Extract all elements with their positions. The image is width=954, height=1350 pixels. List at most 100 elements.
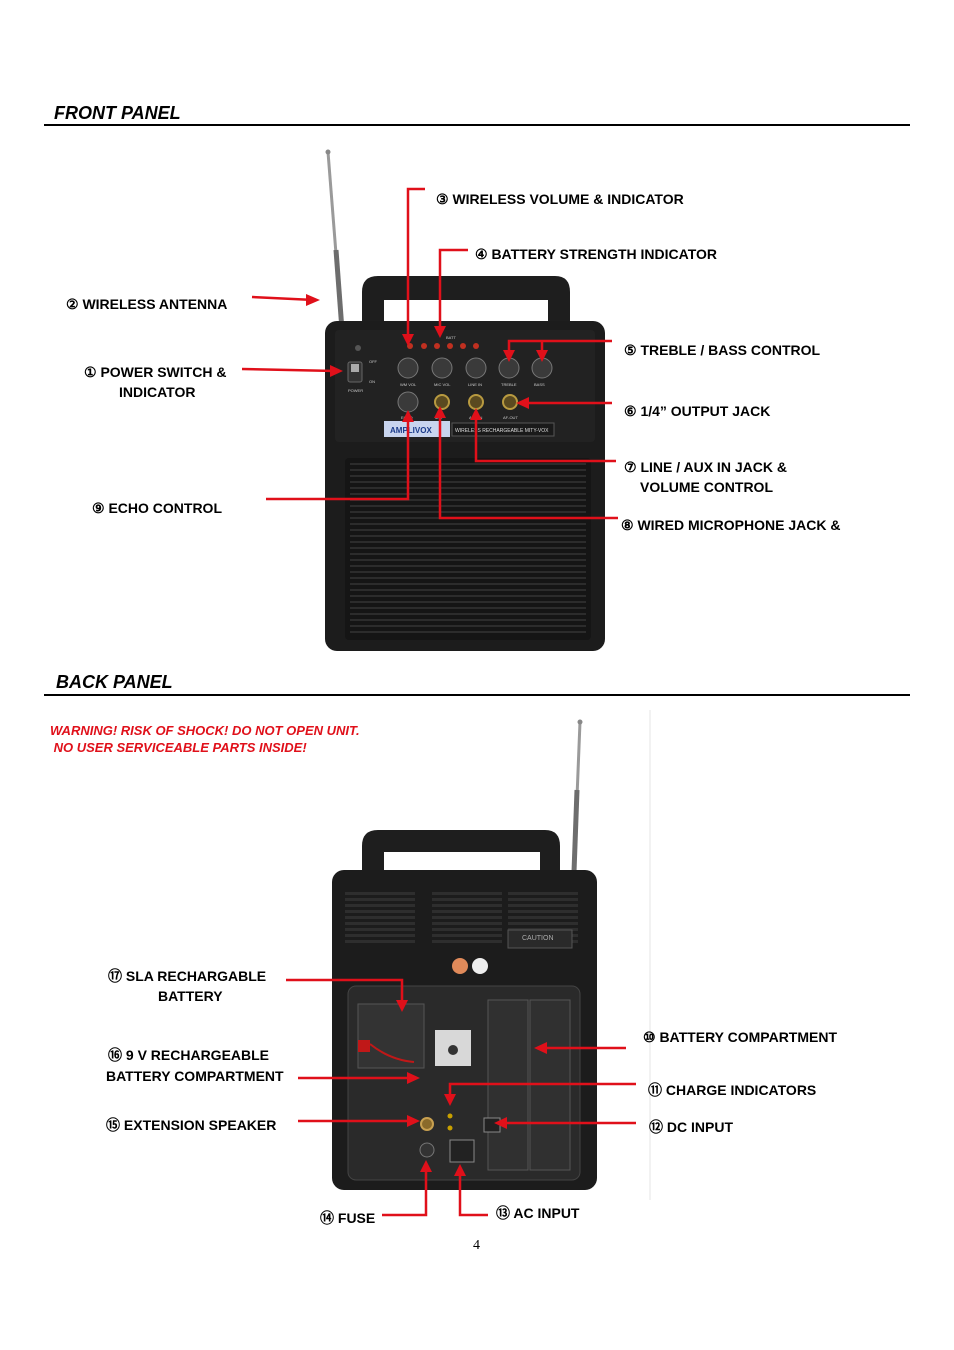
vent-slat xyxy=(432,904,502,907)
back-ext-speaker-jack xyxy=(420,1117,434,1131)
callout-line-battery-strength xyxy=(438,248,468,332)
jack-label: AF-OUT xyxy=(503,415,518,420)
label-output-jack: ⑥ 1/4” OUTPUT JACK xyxy=(624,403,771,419)
vent-slat xyxy=(508,892,578,895)
callout-line-power-switch xyxy=(241,367,337,373)
label-sla-battery: ⑰ SLA RECHARGABLE xyxy=(108,968,267,984)
knob-label: MIC VOL xyxy=(434,382,451,387)
vent-slat xyxy=(508,922,578,925)
label-power-switch: ① POWER SWITCH & xyxy=(84,364,227,380)
back-handle xyxy=(362,830,560,872)
vent-slat xyxy=(432,898,502,901)
label-nine-v-2: BATTERY COMPARTMENT xyxy=(106,1068,284,1084)
front-logo-badge xyxy=(384,421,450,437)
knob-label: LINE IN xyxy=(468,382,482,387)
front-knobs-row xyxy=(397,357,553,379)
vent-slat xyxy=(345,898,415,901)
front-speaker-grille xyxy=(345,458,591,640)
label-wired-mic: ⑧ WIRED MICROPHONE JACK & xyxy=(621,517,841,533)
back-dc-input xyxy=(483,1117,501,1133)
label-battery-compartment: ⑩ BATTERY COMPARTMENT xyxy=(643,1029,838,1045)
back-caution-text: CAUTION xyxy=(522,935,554,942)
back-callout-lines xyxy=(286,978,636,1217)
back-callout-arrowheads xyxy=(396,1000,547,1176)
front-callout-lines xyxy=(241,187,618,520)
back-sla-terminal xyxy=(358,1040,370,1052)
vent-slat xyxy=(345,892,415,895)
back-charge-led-1 xyxy=(447,1113,453,1119)
callout-line-line-aux xyxy=(474,414,616,463)
callout-line-fuse xyxy=(382,1166,428,1217)
front-model-text: WIRELESS RECHARGEABLE MITY-VOX xyxy=(455,428,549,434)
front-led-caption: BATT xyxy=(446,335,456,340)
label-fuse: ⑭ FUSE xyxy=(320,1210,376,1226)
back-panel-rule xyxy=(44,694,910,696)
back-antenna xyxy=(571,719,583,873)
front-jacks-row xyxy=(397,391,518,413)
front-logo-text: AMPLIVOX xyxy=(390,426,432,435)
vent-slat xyxy=(345,904,415,907)
label-power-switch-2: INDICATOR xyxy=(119,384,196,400)
label-nine-v: ⑯ 9 V RECHARGEABLE xyxy=(108,1047,270,1063)
vent-slat xyxy=(345,916,415,919)
front-callout-arrowheads xyxy=(306,294,548,422)
front-power-switch xyxy=(347,345,363,383)
label-dc-input: ⑫ DC INPUT xyxy=(649,1119,733,1135)
callout-line-ac xyxy=(458,1170,488,1217)
knob-label: WM VOL xyxy=(400,382,417,387)
vent-slat xyxy=(508,910,578,913)
vent-slat xyxy=(345,910,415,913)
vent-slat xyxy=(345,934,415,937)
vent-slat xyxy=(345,940,415,943)
back-charge-led-2 xyxy=(447,1125,453,1131)
label-line-aux: ⑦ LINE / AUX IN JACK & xyxy=(624,459,787,475)
warning-text: WARNING! RISK OF SHOCK! DO NOT OPEN UNIT… xyxy=(50,723,360,755)
front-handle xyxy=(362,276,570,322)
vent-slat xyxy=(432,934,502,937)
vent-slat xyxy=(508,904,578,907)
front-panel-rule xyxy=(44,124,910,126)
label-echo: ⑨ ECHO CONTROL xyxy=(92,500,222,516)
back-wires xyxy=(369,1043,415,1063)
vent-slat xyxy=(432,928,502,931)
front-antenna xyxy=(325,149,345,331)
callout-line-wireless-volume xyxy=(406,187,425,340)
label-ac-input: ⑬ AC INPUT xyxy=(496,1205,580,1221)
label-wireless-volume: ③ WIRELESS VOLUME & INDICATOR xyxy=(436,191,684,207)
page-number: 4 xyxy=(473,1238,480,1253)
label-ext-speaker: ⑮ EXTENSION SPEAKER xyxy=(106,1117,277,1133)
front-panel-heading: FRONT PANEL xyxy=(54,103,181,123)
vent-slat xyxy=(432,940,502,943)
front-model-plate xyxy=(451,422,555,437)
vent-slat xyxy=(432,910,502,913)
callout-line-antenna xyxy=(251,295,315,302)
label-treble-bass: ⑤ TREBLE / BASS CONTROL xyxy=(624,342,821,358)
vent-slat xyxy=(345,922,415,925)
back-sla-battery xyxy=(357,1003,425,1069)
label-battery-strength: ④ BATTERY STRENGTH INDICATOR xyxy=(475,246,717,262)
back-ac-input xyxy=(449,1139,475,1163)
vent-slat xyxy=(432,892,502,895)
knob-label: TREBLE xyxy=(501,382,517,387)
back-sticker-white xyxy=(472,958,488,974)
vent-slat xyxy=(508,898,578,901)
front-switch-off: OFF xyxy=(369,359,378,364)
front-led-row xyxy=(407,343,479,349)
vent-slat xyxy=(432,922,502,925)
callout-line-sla xyxy=(286,978,404,1004)
vent-slat xyxy=(508,916,578,919)
front-power-caption: POWER xyxy=(348,388,363,393)
label-charge-indicators: ⑪ CHARGE INDICATORS xyxy=(648,1082,817,1098)
label-wireless-antenna: ② WIRELESS ANTENNA xyxy=(66,296,228,312)
back-fuse xyxy=(419,1142,435,1158)
knob-label: BASS xyxy=(534,382,545,387)
callout-line-wired-mic xyxy=(438,412,618,520)
front-control-panel xyxy=(335,330,595,442)
label-sla-battery-2: BATTERY xyxy=(158,988,223,1004)
callout-line-echo xyxy=(266,416,410,501)
label-line-aux-2: VOLUME CONTROL xyxy=(640,479,773,495)
vent-slat xyxy=(432,916,502,919)
back-panel-heading: BACK PANEL xyxy=(56,672,173,692)
back-caution-plate xyxy=(507,929,573,949)
